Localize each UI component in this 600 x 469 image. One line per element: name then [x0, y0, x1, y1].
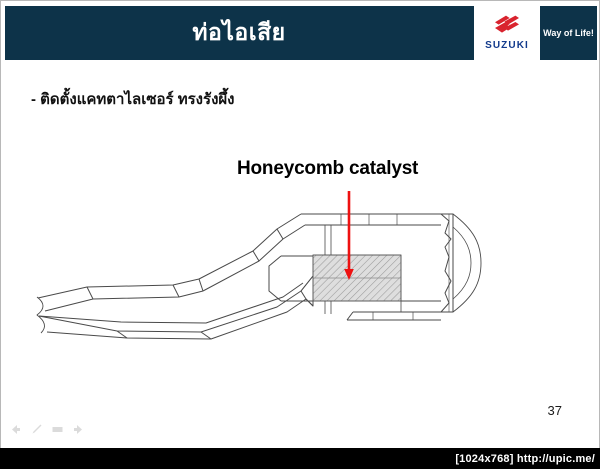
suzuki-s-logo-icon: [494, 15, 520, 40]
tagline-panel: Way of Life!: [540, 6, 597, 60]
watermark-text: [1024x768] http://upic.me/: [455, 452, 595, 465]
suzuki-logo-panel: SUZUKI: [474, 6, 540, 60]
slide-number: 37: [547, 403, 562, 418]
exhaust-diagram: [1, 181, 599, 361]
bullet-text: - ติดตั้งแคทตาไลเซอร์ ทรงรังผึ้ง: [31, 91, 235, 108]
callout-arrow-icon: [344, 191, 354, 280]
watermark-bar: [1024x768] http://upic.me/: [0, 448, 600, 469]
suzuki-wordmark: SUZUKI: [485, 40, 529, 51]
callout-label: Honeycomb catalyst: [237, 158, 419, 179]
pen-icon[interactable]: [30, 423, 43, 436]
next-arrow-icon[interactable]: [72, 423, 85, 436]
menu-icon[interactable]: [51, 423, 64, 436]
previous-arrow-icon[interactable]: [9, 423, 22, 436]
presenter-toolbar[interactable]: [9, 423, 85, 436]
tagline-text: Way of Life!: [543, 27, 594, 38]
slide-canvas: ท่อไอเสีย SUZUKI Way of Life! - ติดตั้งแ…: [0, 0, 600, 448]
page-title: ท่อไอเสีย: [192, 19, 286, 45]
